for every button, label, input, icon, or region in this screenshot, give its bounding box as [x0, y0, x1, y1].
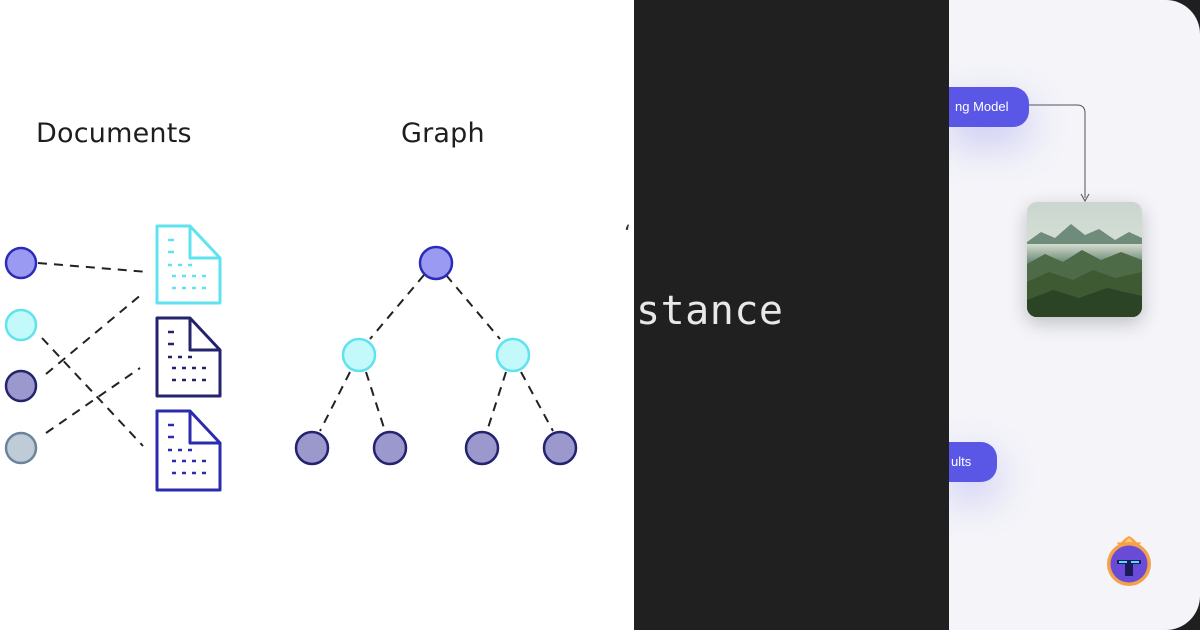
graph-heading: Graph [401, 118, 485, 149]
code-text: stance [636, 288, 784, 334]
link-node1-doc1 [37, 262, 149, 273]
document-icon-navy [155, 316, 222, 398]
graph-node-right [495, 337, 531, 373]
document-node-gray [4, 431, 38, 465]
workflow-panel: ng Model ults [949, 0, 1200, 630]
edge-root-right [445, 274, 501, 340]
document-icon-cyan [155, 224, 222, 305]
link-node4-doc2 [45, 367, 141, 434]
graph-leaf-3 [464, 430, 500, 466]
document-icon-blue [155, 409, 222, 492]
graph-leaf-1 [294, 430, 330, 466]
code-panel: stance [634, 0, 949, 630]
mountain-landscape-image [1027, 202, 1142, 317]
helmet-flame-logo-icon [1107, 536, 1151, 586]
document-node-navy [4, 369, 38, 403]
edge-right-leaf3 [486, 371, 507, 432]
results-node-pill[interactable]: ults [949, 442, 997, 482]
link-node3-doc1 [45, 293, 143, 375]
model-node-pill[interactable]: ng Model [949, 87, 1029, 127]
graph-leaf-4 [542, 430, 578, 466]
edge-left-leaf2 [365, 371, 386, 432]
flow-connector [1027, 104, 1090, 203]
documents-graph-panel: Documents Graph [0, 0, 634, 630]
graph-node-left [341, 337, 377, 373]
edge-right-leaf4 [520, 371, 554, 432]
edge-left-leaf1 [319, 371, 351, 432]
graph-leaf-2 [372, 430, 408, 466]
graph-node-root [418, 245, 454, 281]
document-node-cyan [4, 308, 38, 342]
link-node2-doc3 [41, 337, 144, 447]
document-node-blue [4, 246, 38, 280]
edge-root-left [369, 274, 425, 340]
documents-graph-diagram [4, 224, 578, 492]
documents-heading: Documents [36, 118, 192, 149]
stray-mark: ‘ [624, 222, 631, 247]
